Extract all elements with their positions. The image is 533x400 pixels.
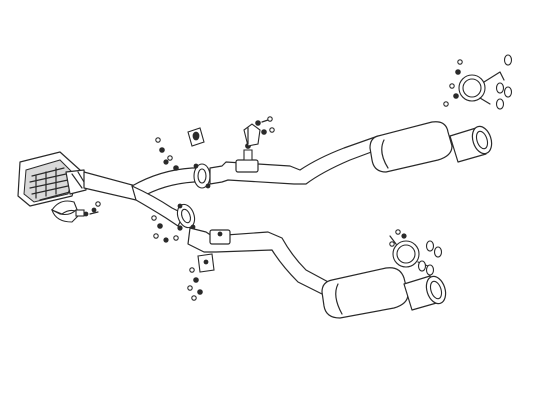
catalytic-converter [17,151,87,207]
upper-tailpipe-tip [449,125,493,163]
front-pipe-clamp [51,200,85,223]
washers-lower-rear [417,240,443,276]
upper-mid-pipe [209,135,383,185]
flange-gasket-lower [176,203,196,230]
flange-gasket-upper [193,163,211,189]
hanger-bracket-lower [197,253,215,273]
washers-upper-rear [495,54,513,110]
hanger-bracket-upper-left [187,127,205,147]
lower-muffler [321,267,409,319]
rear-hanger-ring-upper [458,71,505,105]
bolts-nuts-washers [151,59,463,301]
clamp-bolts [83,201,101,217]
upper-muffler [369,121,453,173]
front-y-pipe [83,167,201,227]
lower-tailpipe-tip [403,275,447,311]
rear-hanger-ring-lower [389,235,429,268]
hanger-bracket-upper-mid [243,123,261,147]
